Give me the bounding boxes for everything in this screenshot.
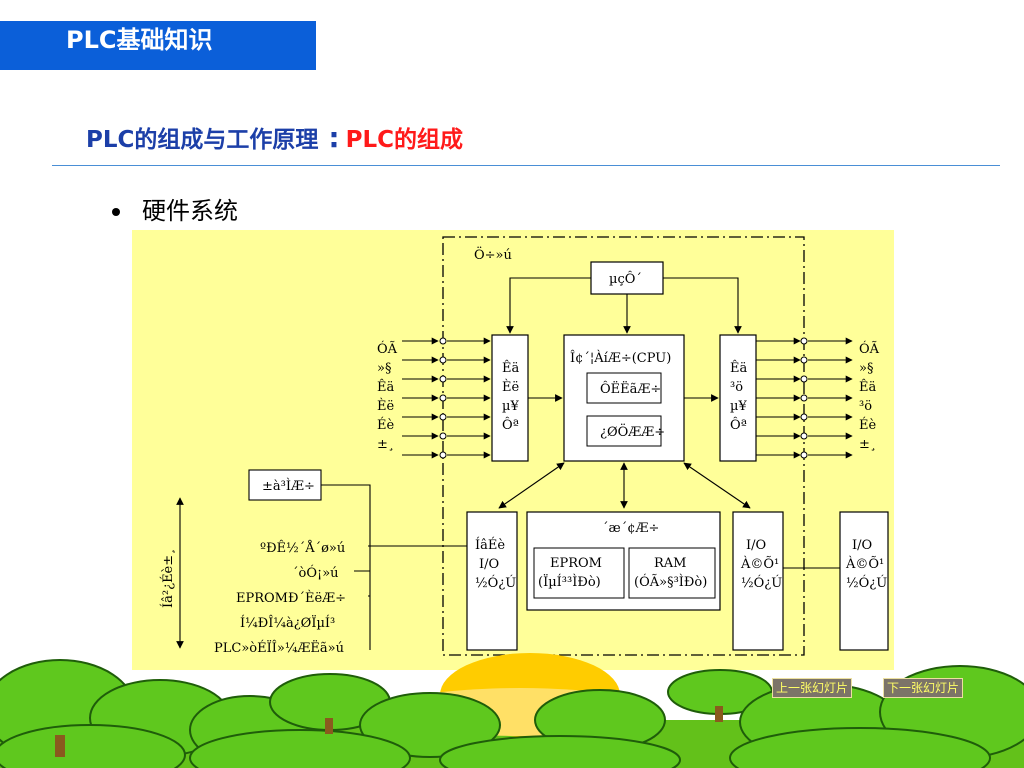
io-exp-1: I/O: [746, 538, 766, 553]
cpu-label: Î¢´¦ÀíÆ÷(CPU): [570, 350, 671, 366]
heading-sub: PLC的组成: [345, 127, 464, 153]
ctrl-label: ¿ØÖÆÆ÷: [600, 423, 665, 440]
programmer-box: [248, 469, 322, 501]
input-device-3: Êä: [377, 379, 394, 395]
heading-colon: :: [328, 121, 340, 154]
host-label: Ö÷»ú: [474, 246, 512, 263]
host-boundary: [442, 236, 805, 656]
cpu-extio-arrow: [498, 462, 565, 509]
io-exp2-box: [839, 511, 889, 651]
io-exp-2: À©Õ¹: [740, 556, 779, 572]
heading-main: PLC的组成与工作原理: [86, 127, 319, 153]
peripheral-3: EPROMÐ´ÈëÆ÷: [236, 590, 346, 606]
output-device-1: ÓÃ: [859, 340, 880, 357]
output-unit-3: µ¥: [730, 399, 747, 414]
output-device-4: ³ö: [859, 399, 872, 414]
ram-box: [628, 547, 716, 599]
input-unit-box: [491, 334, 529, 462]
eprom-label: EPROM: [550, 556, 602, 571]
next-slide-button[interactable]: 下一张幻灯片: [883, 678, 964, 698]
input-unit-3: µ¥: [502, 399, 519, 414]
output-device-6: ±¸: [859, 437, 876, 452]
input-unit-2: Èë: [502, 379, 519, 395]
eprom-sub: (ÏµÍ³³ÌÐò): [538, 573, 601, 590]
output-device-3: Êä: [859, 379, 876, 395]
input-device-4: Èë: [377, 398, 394, 414]
programmer-link: [321, 484, 371, 650]
ctrl-box: [586, 415, 662, 447]
peripheral-1: ºÐÊ½´Å´ø»ú: [260, 540, 345, 556]
arith-label: ÔËËãÆ÷: [600, 380, 661, 397]
cpu-ioexp-arrow: [683, 462, 751, 509]
output-signal-lines: [756, 337, 853, 459]
io-exp2-1: I/O: [852, 538, 872, 553]
section-title-bar: [0, 21, 316, 70]
io-exp-3: ½Ó¿Ú: [741, 574, 782, 591]
io-exp2-3: ½Ó¿Ú: [846, 574, 887, 591]
output-unit-box: [719, 334, 757, 462]
arith-box: [586, 372, 662, 404]
section-title: PLC基础知识: [66, 26, 213, 54]
input-device-1: ÓÃ: [377, 340, 398, 357]
ext-io-1: ÍâÉè: [475, 537, 505, 553]
peripheral-links: [354, 545, 467, 597]
input-unit-1: Êä: [502, 360, 519, 376]
output-terminals: [800, 337, 808, 459]
bullet-text: 硬件系统: [142, 197, 238, 225]
ext-io-2: I/O: [479, 557, 499, 572]
input-device-6: ±¸: [377, 437, 394, 452]
output-unit-2: ³ö: [730, 380, 743, 395]
power-to-input-arrow: [506, 277, 591, 334]
power-label: µçÔ´: [609, 270, 642, 287]
input-device-5: Éè: [377, 417, 394, 433]
plc-hardware-diagram: Ö÷»ú µçÔ´ Êä Èë µ¥ Ôª Î¢´¦ÀíÆ÷(CPU) ÔËËã…: [132, 230, 894, 670]
ext-io-3: ½Ó¿Ú: [475, 574, 516, 591]
output-unit-1: Êä: [730, 360, 747, 376]
programmer-label: ±à³ÌÆ÷: [262, 478, 315, 494]
output-device-5: Éè: [859, 417, 876, 433]
input-device-2: »§: [377, 361, 391, 376]
peripheral-5: PLC»òÉÏÎ»¼ÆËã»ú: [214, 639, 344, 656]
input-terminals: [439, 337, 447, 459]
power-box: [590, 261, 664, 295]
peripheral-4: Í¼ÐÎ¼à¿ØÏµÍ³: [240, 614, 335, 631]
peripheral-2: ´òÓ¡»ú: [292, 564, 339, 581]
power-to-output-arrow: [663, 277, 742, 334]
bullet-dot-icon: [112, 208, 120, 216]
eprom-box: [533, 547, 625, 599]
io-exp2-2: À©Õ¹: [845, 556, 884, 572]
input-unit-4: Ôª: [502, 416, 519, 433]
bullet-item: 硬件系统: [112, 196, 238, 226]
ram-label: RAM: [654, 556, 687, 571]
slide-heading: PLC的组成与工作原理:PLC的组成: [86, 122, 463, 156]
tree-landscape-decoration: [0, 653, 1024, 768]
output-device-2: »§: [859, 361, 873, 376]
output-unit-4: Ôª: [730, 416, 747, 433]
ext-device-label: Íâ²¿Éè±¸: [160, 548, 176, 608]
ram-sub: (ÓÃ»§³ÌÐò): [634, 573, 707, 590]
io-exp-box: [732, 511, 784, 651]
memory-label: ´æ´¢Æ÷: [602, 521, 659, 536]
heading-divider: [52, 165, 1000, 166]
input-signal-lines: [402, 337, 491, 459]
prev-slide-button[interactable]: 上一张幻灯片: [772, 678, 853, 698]
ext-io-box: [466, 511, 518, 651]
